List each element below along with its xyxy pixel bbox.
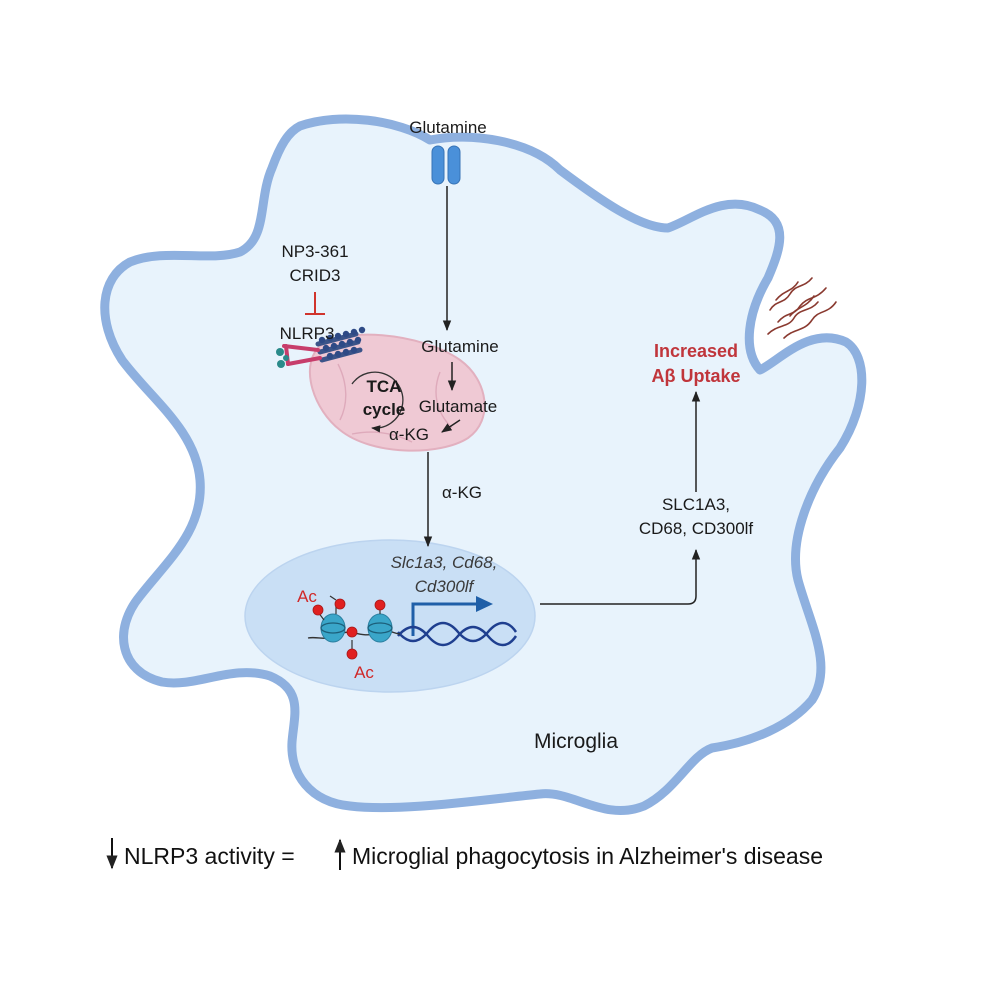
acetyl-label-bottom: Ac <box>354 663 374 682</box>
transcription-start-arrow <box>411 596 493 636</box>
uptake-label-line2: Aβ Uptake <box>651 366 740 386</box>
microglia-cell-membrane <box>100 114 867 815</box>
caption-part1: NLRP3 activity = <box>124 843 295 869</box>
glutamate-to-akg-arrow <box>441 419 461 433</box>
genes-label-line1: Slc1a3, Cd68, <box>391 553 498 572</box>
proteins-label-line2: CD68, CD300lf <box>639 519 754 538</box>
cell-name-label: Microglia <box>534 730 618 753</box>
inflammasome-icon <box>276 326 366 368</box>
tca-cycle-arrow <box>351 371 404 433</box>
uptake-label-line1: Increased <box>654 341 738 361</box>
proteins-label-line1: SLC1A3, <box>662 495 730 514</box>
caption: NLRP3 activity = Microglial phagocytosis… <box>106 838 823 870</box>
mitochondrion-icon <box>309 333 486 452</box>
amyloid-fibril-icon <box>767 277 837 339</box>
histone-2 <box>367 613 393 643</box>
inhibitor-label-line1: NP3-361 <box>281 242 348 261</box>
caption-part2: Microglial phagocytosis in Alzheimer's d… <box>352 843 823 869</box>
nucleus <box>244 539 536 693</box>
expression-arrow <box>540 548 701 605</box>
acetyl-label-top: Ac <box>297 587 317 606</box>
akg-cytosol-label: α-KG <box>442 483 482 502</box>
inhibition-line <box>305 292 325 315</box>
dna-helix-icon <box>397 621 518 647</box>
transporter-channel-icon <box>431 145 461 185</box>
tca-label-line2: cycle <box>363 400 406 419</box>
glutamine-inside-label: Glutamine <box>421 337 498 356</box>
akg-mito-label: α-KG <box>389 425 429 444</box>
inhibitor-label-line2: CRID3 <box>289 266 340 285</box>
glutamate-label: Glutamate <box>419 397 497 416</box>
genes-label-line2: Cd300lf <box>415 577 476 596</box>
acetyl-groups <box>312 595 386 660</box>
glutamine-outside-label: Glutamine <box>409 118 486 137</box>
tca-label-line1: TCA <box>367 377 402 396</box>
histone-1 <box>320 613 346 643</box>
nlrp3-label: NLRP3 <box>280 324 335 343</box>
